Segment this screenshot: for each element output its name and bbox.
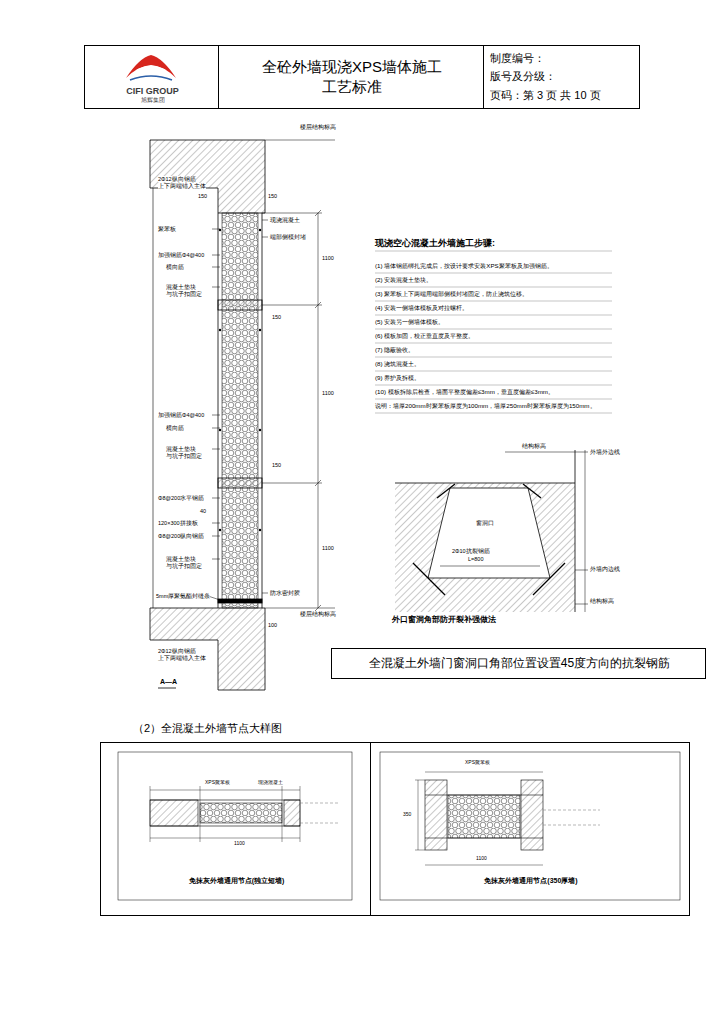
- drawing-label: 防水密封胶: [270, 590, 300, 596]
- drawing-label: Φ8@200纵向钢筋: [158, 533, 204, 539]
- drawing-label: 结构标高: [590, 598, 614, 604]
- drawing-label: 楼层结构标高: [300, 611, 336, 617]
- header-cell: 制度编号： 版号及分级： 页码：第 3 页 共 10 页: [483, 45, 640, 109]
- drawing-label: 外墙外边线: [590, 449, 620, 455]
- drawing-label: 150: [268, 193, 277, 199]
- drawing-label: 2Φ12纵向钢筋: [158, 176, 196, 182]
- drawing-label: XPS聚苯板: [465, 760, 490, 766]
- detail-frame: 免抹灰外墙通用节点(350厚墙): [370, 742, 690, 916]
- drawing-label: 120×300拼接板: [158, 520, 198, 526]
- step-text: (3) 聚苯板上下两端用端部侧模封堵固定，防止浇筑位移。: [375, 290, 528, 297]
- note-box: 全混凝土外墙门窗洞口角部位置设置45度方向的抗裂钢筋: [331, 648, 706, 679]
- cell-text: 全混凝土外墙门窗洞口角部位置设置45度方向的抗裂钢筋: [332, 656, 707, 672]
- drawing-label: 现浇混凝土: [270, 217, 300, 223]
- step-text: (9) 养护及拆模。: [375, 374, 420, 381]
- drawing-label: 现浇混凝土: [258, 780, 283, 786]
- drawing-label: 楼层结构标高: [300, 124, 336, 130]
- drawing-label: 上下两端锚入主体: [158, 655, 206, 661]
- cell-text: 制度编号：: [490, 51, 545, 65]
- drawing-label: 5mm厚聚氨酯封缝条: [156, 593, 210, 599]
- drawing-label: 350: [403, 812, 411, 818]
- drawing-label: 横向筋: [166, 425, 184, 431]
- drawing-label: 40: [200, 508, 206, 514]
- drawing-label: 2Φ12纵向钢筋: [158, 648, 196, 654]
- drawing-label: 1100: [322, 545, 334, 551]
- drawing-label: 150: [272, 462, 281, 468]
- drawing-label: 混凝土垫块: [166, 556, 196, 562]
- figure-caption: 免抹灰外墙通用节点(独立短墙): [101, 876, 372, 885]
- drawing-label: 混凝土垫块: [166, 446, 196, 452]
- drawing-title: A—A: [160, 678, 177, 686]
- drawing-label: 加强钢筋Φ4@400: [158, 412, 204, 418]
- drawing-label: 与坑子扣固定: [166, 563, 202, 569]
- logo-text: CIFI GROUP: [85, 86, 220, 98]
- section-heading: （2）全混凝土外墙节点大样图: [133, 722, 282, 735]
- wall-section-drawing: [150, 140, 335, 690]
- drawing-label: 横向筋: [166, 264, 184, 270]
- step-text: (10) 模板拆除后检查，墙面平整度偏差≤3mm，垂直度偏差≤3mm。: [375, 388, 554, 395]
- cell-text: 页码：第 3 页 共 10 页: [490, 88, 601, 102]
- drawing-label: 2Φ10抗裂钢筋: [452, 548, 490, 554]
- window-corner-drawing: [395, 450, 588, 612]
- drawing-label: 1100: [322, 255, 334, 261]
- step-text: (6) 模板加固，校正垂直度及平整度。: [375, 332, 474, 339]
- drawing-label: 上下两端锚入主体: [158, 183, 206, 189]
- figure-caption: 免抹灰外墙通用节点(350厚墙): [371, 876, 691, 885]
- company-logo: [126, 55, 176, 80]
- step-text: (5) 安装另一侧墙体模板。: [375, 318, 444, 325]
- drawing-label: L=800: [468, 556, 483, 562]
- drawing-label: 结构标高: [522, 443, 546, 449]
- drawing-label: 150: [198, 193, 207, 199]
- step-text: (8) 浇筑混凝土。: [375, 360, 420, 367]
- drawing-label: 聚苯板: [158, 226, 176, 232]
- detail-frame: 免抹灰外墙通用节点(独立短墙): [100, 742, 371, 916]
- step-text: (2) 安装混凝土垫块。: [375, 276, 432, 283]
- drawing-label: 外墙内边线: [590, 566, 620, 572]
- drawing-label: 1100: [234, 841, 245, 847]
- drawing-label: 与坑子扣固定: [166, 453, 202, 459]
- cell-text: 版号及分级：: [490, 69, 556, 83]
- drawing-label: 100: [268, 622, 277, 628]
- drawing-label: 1100: [476, 856, 487, 862]
- drawing-label: 加强钢筋Φ4@400: [158, 252, 204, 258]
- step-rules: [375, 251, 612, 413]
- drawing-label: 与坑子扣固定: [166, 291, 202, 297]
- section-heading: 现浇空心混凝土外墙施工步骤:: [375, 238, 495, 248]
- drawing-label: 端部侧模封堵: [270, 234, 306, 240]
- step-text: 说明：墙厚200mm时聚苯板厚度为100mm，墙厚250mm时聚苯板厚度为150…: [375, 402, 596, 409]
- cell-text: 全砼外墙现浇XPS墙体施工工艺标准: [259, 57, 445, 96]
- logo-text: 旭辉集团: [85, 97, 220, 105]
- step-text: (4) 安装一侧墙体模板及对拉螺杆。: [375, 304, 468, 311]
- step-text: (1) 墙体钢筋绑扎完成后，按设计要求安装XPS聚苯板及加强钢筋。: [375, 262, 553, 269]
- drawing-label: Φ8@200水平钢筋: [158, 495, 204, 501]
- drawing-label: 窗洞口: [476, 520, 494, 527]
- drawing-label: 1100: [322, 390, 334, 396]
- step-text: (7) 隐蔽验收。: [375, 346, 414, 353]
- drawing-title: 外口窗洞角部防开裂补强做法: [392, 615, 496, 624]
- drawing-label: 混凝土垫块: [166, 284, 196, 290]
- drawing-label: 150: [272, 314, 281, 320]
- drawing-label: XPS聚苯板: [205, 780, 230, 786]
- header-cell: 全砼外墙现浇XPS墙体施工工艺标准: [218, 45, 484, 109]
- logo-cell: CIFI GROUP旭辉集团: [84, 45, 219, 109]
